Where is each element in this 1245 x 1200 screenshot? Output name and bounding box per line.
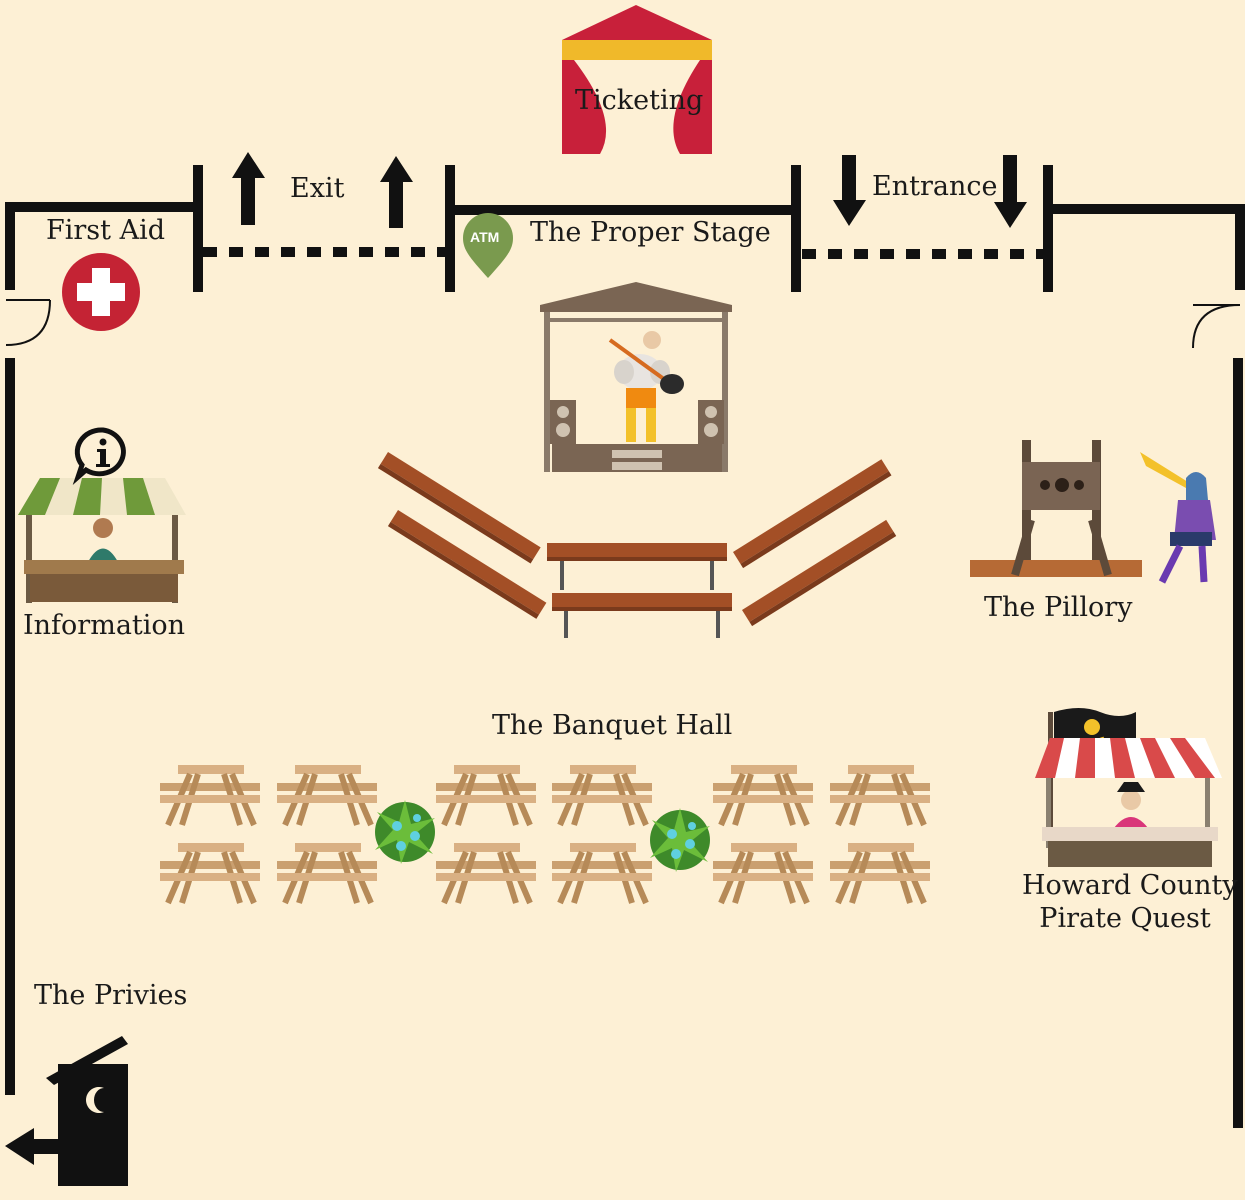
herald-trumpeter <box>1140 452 1216 584</box>
pillory-label: The Pillory <box>984 592 1133 623</box>
banquet-tables <box>160 765 930 903</box>
outhouse-moon-icon[interactable] <box>46 1036 128 1186</box>
proper-stage-label: The Proper Stage <box>530 217 771 248</box>
information-booth[interactable] <box>18 478 186 603</box>
pirate-quest-booth[interactable] <box>1035 708 1222 867</box>
stage-benches <box>377 452 897 638</box>
pillory[interactable] <box>970 440 1142 577</box>
lute-player <box>608 331 684 442</box>
privies-label: The Privies <box>34 980 188 1011</box>
first-aid-cross-icon[interactable] <box>62 253 140 331</box>
ticketing-tent[interactable] <box>562 5 712 154</box>
first-aid-label: First Aid <box>46 215 165 246</box>
fence-walls <box>5 165 1245 1128</box>
banquet-hall-label: The Banquet Hall <box>492 710 733 741</box>
exit-arrow-up-icon <box>232 152 413 228</box>
information-label: Information <box>23 610 186 641</box>
info-bubble-icon[interactable] <box>72 427 126 485</box>
entrance-label: Entrance <box>872 171 998 202</box>
atm-pin-icon[interactable] <box>463 213 513 278</box>
exit-label: Exit <box>290 173 345 204</box>
arrow-left-icon[interactable] <box>5 1128 90 1165</box>
planter-left <box>375 800 435 864</box>
entrance-arrow-down-icon <box>833 155 1027 228</box>
side-door-left[interactable] <box>5 299 51 346</box>
atm-label: ATM <box>470 229 500 245</box>
pirate-quest-label-line2: Pirate Quest <box>1039 903 1211 934</box>
ticketing-label: Ticketing <box>575 85 704 116</box>
pirate-quest-label-line1: Howard County <box>1022 870 1238 901</box>
planter-right <box>650 808 710 872</box>
proper-stage[interactable] <box>540 282 732 472</box>
side-door-right[interactable] <box>1192 304 1241 349</box>
